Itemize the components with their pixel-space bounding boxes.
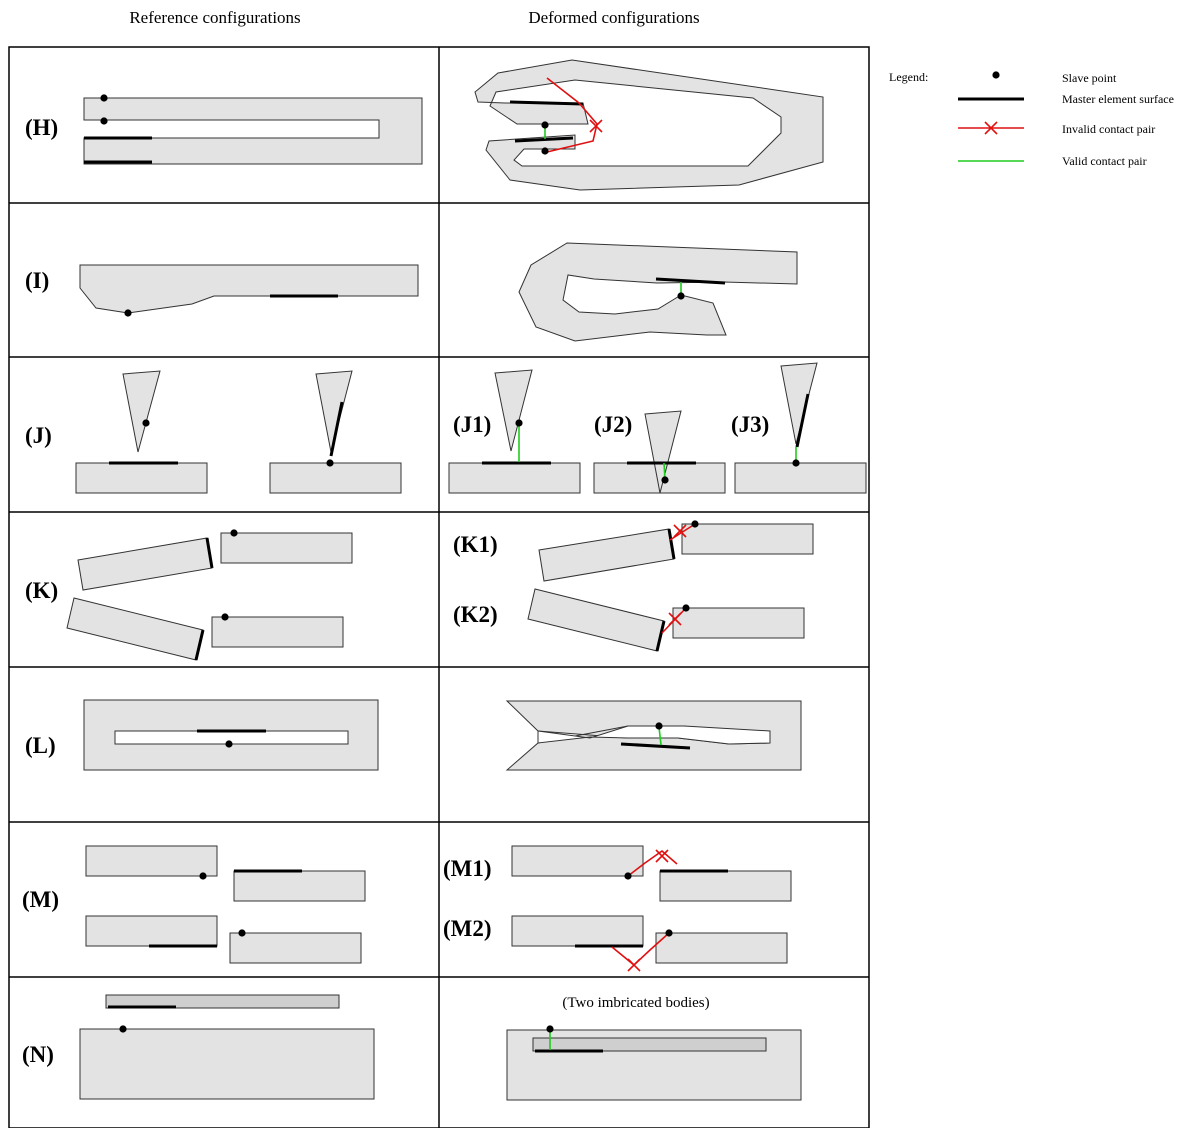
row-label-h: (H): [25, 115, 58, 140]
row-label-k: (K): [25, 578, 58, 603]
header-deformed: Deformed configurations: [528, 8, 699, 27]
row-label-i: (I): [25, 268, 49, 293]
sublabel-m1: (M1): [443, 856, 492, 881]
legend-title: Legend:: [889, 70, 928, 84]
case-j-deformed: (J1) (J2) (J3): [448, 362, 867, 494]
case-k-deformed: (K1) (K2): [453, 520, 814, 652]
case-h-deformed: [474, 59, 824, 191]
table-grid: [8, 46, 870, 1128]
case-l-deformed: [505, 700, 802, 771]
case-n-deformed: (Two imbricated bodies): [506, 995, 802, 1101]
sublabel-j3: (J3): [731, 412, 769, 437]
case-l-reference: [83, 699, 379, 771]
sublabel-j1: (J1): [453, 412, 491, 437]
case-m-deformed: (M1) (M2): [443, 845, 792, 972]
case-k-reference: [66, 529, 353, 661]
header-reference: Reference configurations: [129, 8, 300, 27]
legend-invalid-cross-icon: [984, 121, 998, 135]
legend-invalid-pair-label: Invalid contact pair: [1062, 122, 1155, 136]
legend-master-surface-label: Master element surface: [1062, 92, 1174, 106]
row-label-m: (M): [22, 887, 59, 912]
case-j-reference: [75, 370, 402, 494]
row-label-l: (L): [25, 733, 56, 758]
case-i-reference: [79, 264, 419, 317]
row-label-n: (N): [22, 1042, 54, 1067]
legend: Legend: Slave point Master element surfa…: [889, 70, 1174, 168]
legend-valid-pair-label: Valid contact pair: [1062, 154, 1147, 168]
case-i-deformed: [518, 242, 798, 342]
sublabel-m2: (M2): [443, 916, 492, 941]
sublabel-k2: (K2): [453, 602, 498, 627]
row-label-j: (J): [25, 423, 52, 448]
sublabel-j2: (J2): [594, 412, 632, 437]
legend-slave-point-label: Slave point: [1062, 71, 1117, 85]
case-m-reference: [85, 845, 366, 964]
legend-slave-point-marker: [992, 71, 1000, 79]
case-n-reference: [79, 994, 375, 1100]
sublabel-k1: (K1): [453, 532, 498, 557]
note-two-imbricated-bodies: (Two imbricated bodies): [562, 995, 709, 1011]
case-h-reference: [83, 94, 423, 165]
